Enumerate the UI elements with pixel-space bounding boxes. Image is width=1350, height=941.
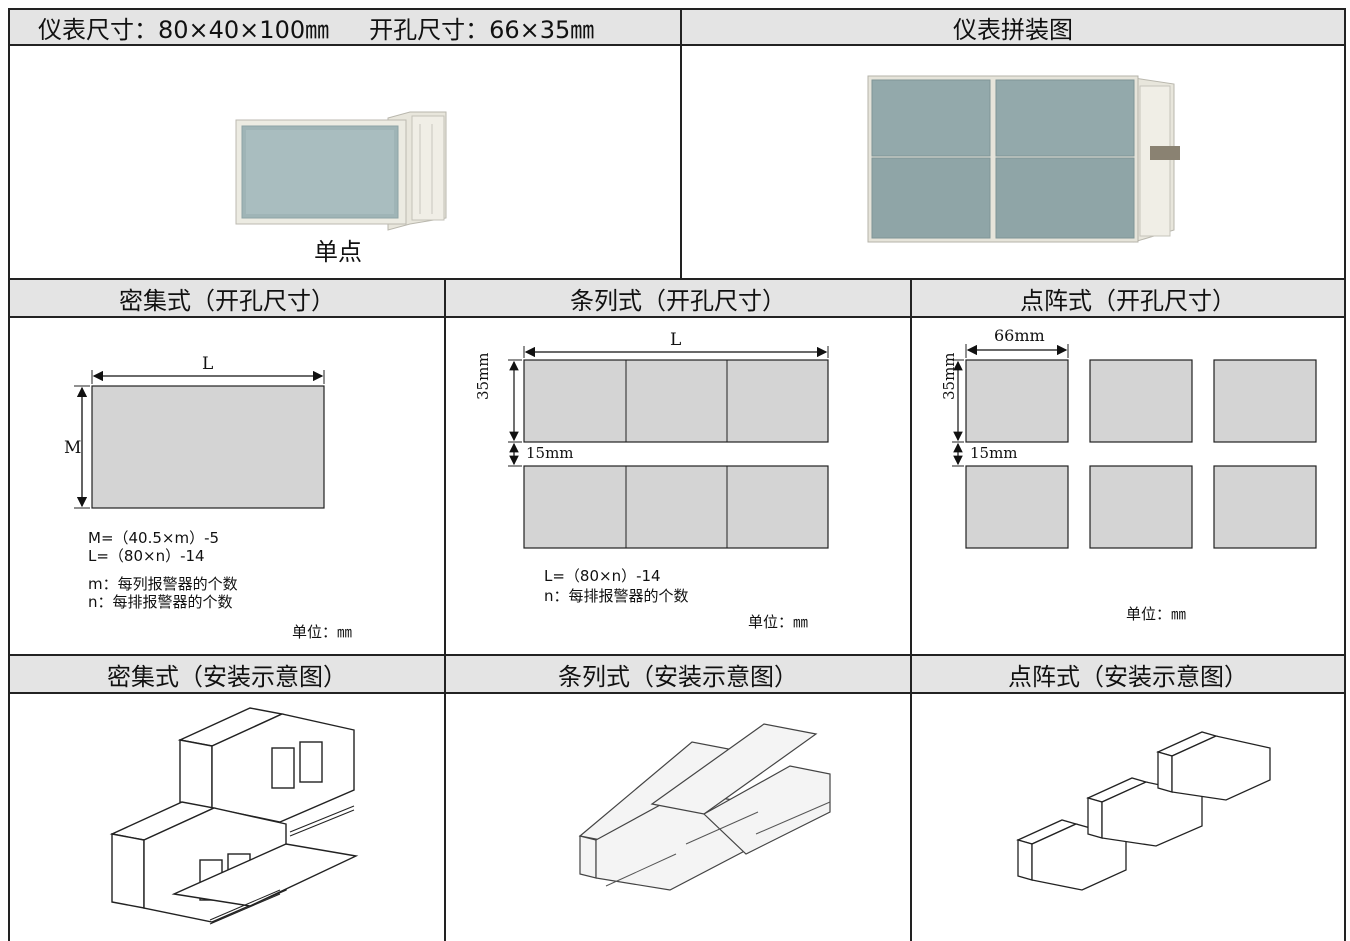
dense-install-header: 密集式（安装示意图） — [8, 654, 446, 694]
meter-dimensions-header: 仪表尺寸：80×40×100㎜ 开孔尺寸：66×35㎜ — [8, 8, 682, 46]
meter-size-text: 仪表尺寸：80×40×100㎜ — [38, 15, 330, 44]
dense-label-L: L — [202, 354, 214, 374]
dense-note-m: m：每列报警器的个数 — [88, 575, 238, 593]
dense-cutout-diagram — [74, 370, 325, 509]
dense-install-sketch — [109, 707, 359, 925]
dot-install-header: 点阵式（安装示意图） — [910, 654, 1346, 694]
dot-label-35mm: 35mm — [940, 352, 958, 400]
dense-install-title: 密集式（安装示意图） — [107, 662, 347, 691]
cutout-size-text: 开孔尺寸：66×35㎜ — [369, 15, 595, 44]
single-meter-panel: 单点 — [8, 44, 682, 280]
assembled-meters-image — [867, 75, 1180, 243]
dense-formula-M: M=（40.5×m）-5 — [88, 529, 220, 547]
dot-unit: 单位：㎜ — [1126, 605, 1187, 623]
dot-cutout-panel: 66mm 35mm 15mm 单位：㎜ — [910, 316, 1346, 656]
strip-formula-L: L=（80×n）-14 — [544, 567, 661, 585]
dense-cutout-header: 密集式（开孔尺寸） — [8, 278, 446, 318]
single-point-caption: 单点 — [314, 238, 362, 266]
strip-install-panel — [444, 692, 912, 941]
dot-label-66mm: 66mm — [994, 326, 1045, 345]
dense-formula-L: L=（80×n）-14 — [88, 547, 205, 565]
strip-note-n: n：每排报警器的个数 — [544, 587, 689, 605]
strip-label-15mm: 15mm — [526, 444, 574, 462]
dense-install-panel — [8, 692, 446, 941]
strip-install-sketch — [578, 723, 831, 891]
strip-cutout-header: 条列式（开孔尺寸） — [444, 278, 912, 318]
dot-install-panel — [910, 692, 1346, 941]
assembly-diagram-header: 仪表拼装图 — [680, 8, 1346, 46]
dense-unit: 单位：㎜ — [292, 623, 353, 641]
dot-install-title: 点阵式（安装示意图） — [1008, 662, 1248, 691]
strip-label-L: L — [670, 330, 682, 350]
strip-label-35mm: 35mm — [474, 352, 492, 400]
strip-unit: 单位：㎜ — [748, 613, 809, 631]
strip-cutout-title: 条列式（开孔尺寸） — [570, 286, 786, 315]
strip-cutout-panel: L 35mm 15mm L=（80×n）-14 n：每排报警器的个数 单位：㎜ — [444, 316, 912, 656]
dense-cutout-title: 密集式（开孔尺寸） — [119, 286, 335, 315]
single-meter-image — [235, 111, 447, 231]
dot-label-15mm: 15mm — [970, 444, 1018, 462]
dot-install-sketch — [1016, 731, 1271, 891]
strip-cutout-diagram — [508, 346, 829, 549]
dot-cutout-header: 点阵式（开孔尺寸） — [910, 278, 1346, 318]
dense-cutout-panel: L M M=（40.5×m）-5 L=（80×n）-14 m：每列报警器的个数 … — [8, 316, 446, 656]
assembly-diagram-title: 仪表拼装图 — [953, 15, 1073, 44]
dot-cutout-diagram — [952, 344, 1317, 549]
dot-cutout-title: 点阵式（开孔尺寸） — [1020, 286, 1236, 315]
strip-install-header: 条列式（安装示意图） — [444, 654, 912, 694]
dense-note-n: n：每排报警器的个数 — [88, 593, 233, 611]
strip-install-title: 条列式（安装示意图） — [558, 662, 798, 691]
assembly-image-panel — [680, 44, 1346, 280]
dense-label-M: M — [64, 438, 82, 458]
